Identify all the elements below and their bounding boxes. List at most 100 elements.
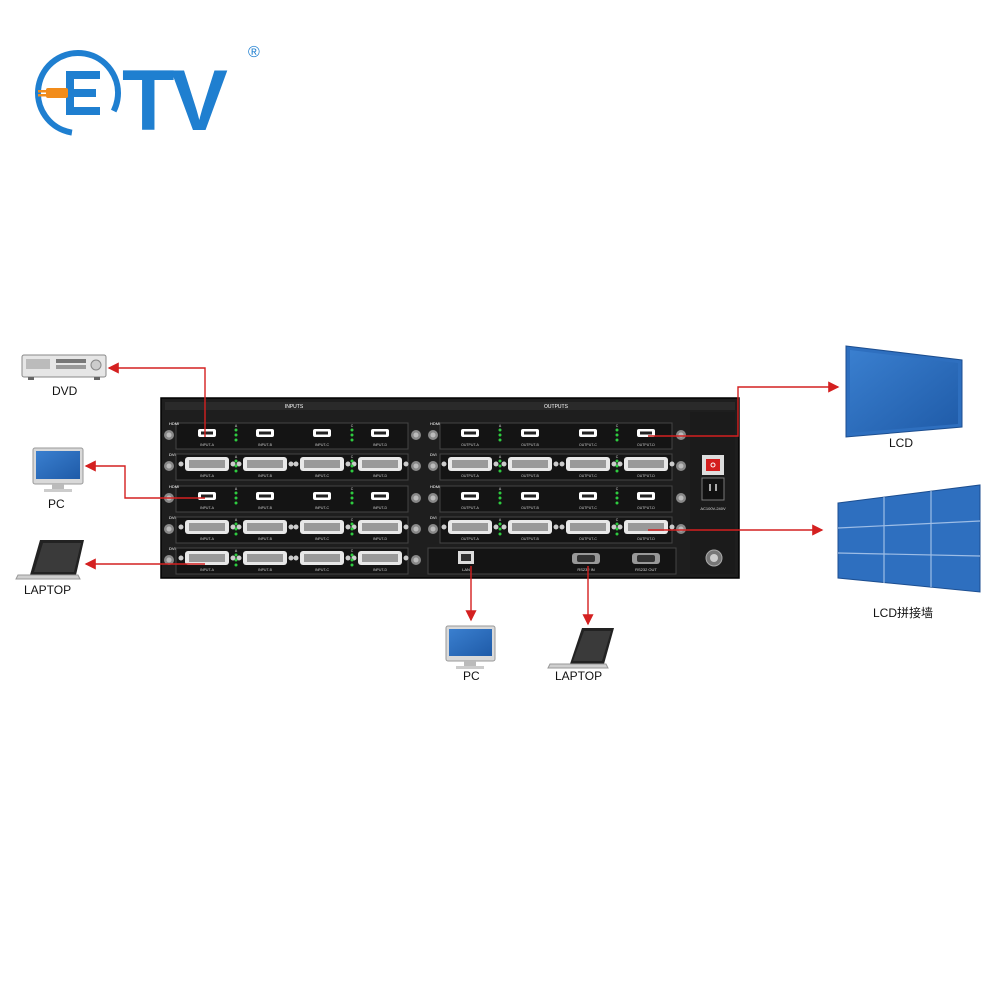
screw-knob: [411, 461, 421, 471]
dvi-input-port[interactable]: [351, 457, 409, 471]
laptop-bottom-label: LAPTOP: [555, 669, 603, 683]
status-leds: [615, 428, 619, 442]
lcd-link: [648, 381, 840, 437]
input-port-label: INPUT-B: [258, 443, 272, 447]
dvi-output-port[interactable]: [441, 457, 499, 471]
laptop-left: [15, 540, 84, 580]
hdmi-output-port[interactable]: [461, 429, 479, 437]
logo-text: TV: [122, 53, 228, 145]
input-port-label: INPUT-C: [315, 506, 329, 510]
input-port-label: INPUT-B: [258, 474, 272, 478]
pc-left-monitor: [32, 447, 84, 492]
dvi-input-port[interactable]: [351, 551, 409, 565]
output-port-label: OUTPUT-B: [521, 474, 539, 478]
inputs-header: INPUTS: [285, 404, 304, 410]
hdmi-input-port[interactable]: [256, 492, 274, 500]
card-type-label: HDMI: [430, 484, 440, 489]
dvi-input-port[interactable]: [178, 457, 236, 471]
input-port-label: INPUT-B: [258, 537, 272, 541]
status-leds: [615, 522, 619, 536]
pc-bottom-monitor: [445, 625, 496, 669]
hdmi-output-port[interactable]: [521, 429, 539, 437]
hdmi-input-port[interactable]: [313, 492, 331, 500]
screw-knob: [428, 493, 438, 503]
output-port-label: OUTPUT-C: [579, 443, 597, 447]
dvi-output-port[interactable]: [501, 520, 559, 534]
led-letter: A: [499, 455, 502, 459]
input-port-label: INPUT-D: [373, 474, 387, 478]
lcd-screen: [845, 345, 963, 438]
output-port-label: OUTPUT-C: [579, 537, 597, 541]
power-switch[interactable]: [702, 455, 724, 475]
status-leds: [350, 491, 354, 505]
dvi-input-port[interactable]: [351, 520, 409, 534]
output-port-label: OUTPUT-A: [461, 506, 479, 510]
input-port-label: INPUT-B: [258, 506, 272, 510]
card-type-label: DVI: [169, 515, 176, 520]
hdmi-input-port[interactable]: [313, 429, 331, 437]
screw-knob: [428, 524, 438, 534]
hdmi-input-port[interactable]: [198, 429, 216, 437]
dvi-input-port[interactable]: [293, 551, 351, 565]
dvi-input-port[interactable]: [293, 520, 351, 534]
screw-knob: [164, 524, 174, 534]
dvi-input-port[interactable]: [236, 520, 294, 534]
dvi-output-port[interactable]: [617, 520, 675, 534]
hdmi-input-port[interactable]: [198, 492, 216, 500]
output-port-label: OUTPUT-C: [579, 474, 597, 478]
etv-logo: TV ®: [35, 44, 260, 145]
status-leds: [498, 428, 502, 442]
screw-knob: [676, 493, 686, 503]
dvi-output-port[interactable]: [559, 457, 617, 471]
led-letter: A: [235, 549, 238, 553]
led-letter: A: [235, 518, 238, 522]
hdmi-output-port[interactable]: [521, 492, 539, 500]
screw-knob: [411, 493, 421, 503]
hdmi-input-port[interactable]: [256, 429, 274, 437]
dvi-input-port[interactable]: [178, 551, 236, 565]
dvi-input-port[interactable]: [178, 520, 236, 534]
led-letter: A: [499, 518, 502, 522]
dvi-input-port[interactable]: [236, 551, 294, 565]
screw-knob: [411, 555, 421, 565]
dvi-input-port[interactable]: [236, 457, 294, 471]
hdmi-input-port[interactable]: [371, 492, 389, 500]
dvi-output-port[interactable]: [559, 520, 617, 534]
dvi-output-port[interactable]: [501, 457, 559, 471]
hdmi-input-port[interactable]: [371, 429, 389, 437]
rs232-in-port[interactable]: [572, 553, 600, 564]
input-port-label: INPUT-C: [315, 474, 329, 478]
dvd-label: DVD: [52, 384, 78, 398]
screw-knob: [411, 524, 421, 534]
status-leds: [234, 459, 238, 473]
input-port-label: INPUT-D: [373, 506, 387, 510]
screw-knob: [676, 430, 686, 440]
dvi-output-port[interactable]: [441, 520, 499, 534]
hdmi-output-port[interactable]: [637, 492, 655, 500]
input-port-label: INPUT-A: [200, 474, 214, 478]
led-letter: A: [235, 424, 238, 428]
hdmi-output-port[interactable]: [461, 492, 479, 500]
dvi-input-port[interactable]: [293, 457, 351, 471]
output-port-label: OUTPUT-B: [521, 506, 539, 510]
rs232-out-port[interactable]: [632, 553, 660, 564]
output-port-label: OUTPUT-D: [637, 474, 655, 478]
status-leds: [615, 459, 619, 473]
pc-bottom-label: PC: [463, 669, 480, 683]
output-port-label: OUTPUT-D: [637, 506, 655, 510]
led-letter: C: [351, 424, 354, 428]
hdmi-output-port[interactable]: [579, 492, 597, 500]
input-port-label: INPUT-A: [200, 506, 214, 510]
input-port-label: INPUT-C: [315, 537, 329, 541]
led-letter: C: [351, 518, 354, 522]
hdmi-output-port[interactable]: [579, 429, 597, 437]
ground-terminal: [705, 549, 723, 567]
dvi-output-port[interactable]: [617, 457, 675, 471]
connection-lines: [84, 362, 840, 626]
input-port-label: INPUT-A: [200, 537, 214, 541]
lan-port[interactable]: [458, 551, 474, 564]
output-port-label: OUTPUT-A: [461, 443, 479, 447]
